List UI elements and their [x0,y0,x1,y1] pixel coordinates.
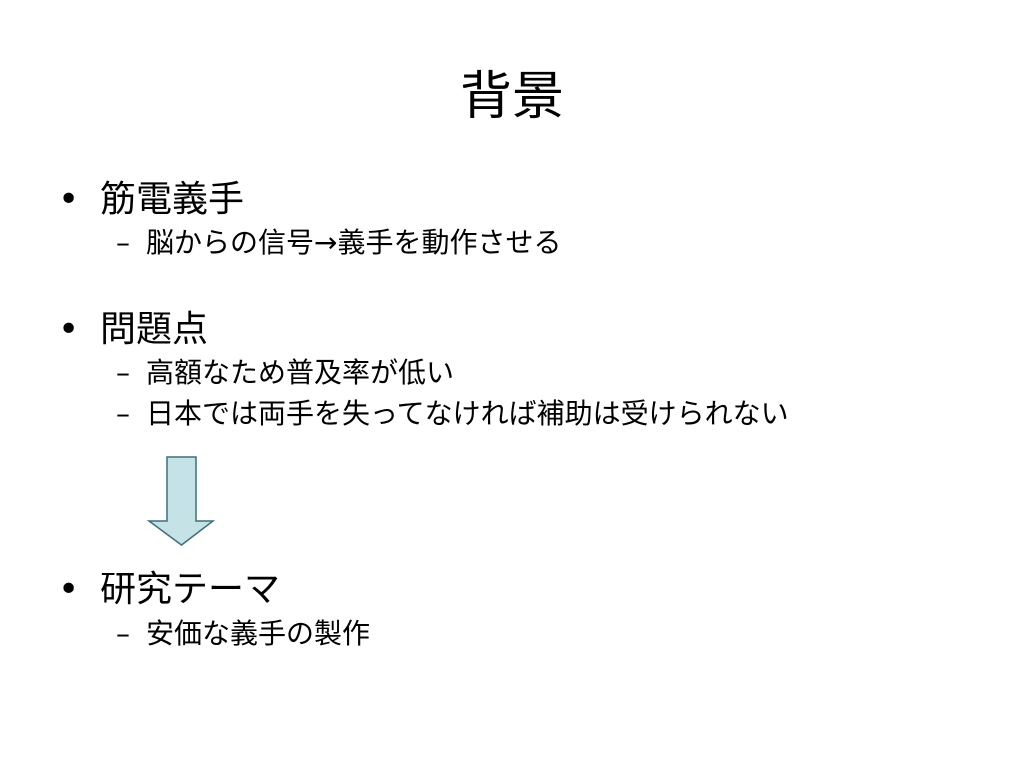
dash-marker: – [116,356,130,389]
sub-item: –脳からの信号→義手を動作させる [116,225,561,261]
sub-item: –高額なため普及率が低い [116,355,454,391]
bullet-item-problems: • 問題点 [58,308,208,352]
bullet-item-research-theme: • 研究テーマ [58,568,280,612]
sub-item-text: 日本では両手を失ってなければ補助は受けられない [146,397,789,430]
bullet-text: 問題点 [100,309,209,350]
dash-marker: – [116,617,130,650]
bullet-text: 筋電義手 [100,179,245,220]
sub-item-text: 高額なため普及率が低い [146,356,455,389]
dash-marker: – [116,397,130,430]
down-arrow-shape [146,456,216,546]
bullet-item-myoelectric-prosthesis: • 筋電義手 [58,178,244,222]
sub-item-text: 安価な義手の製作 [146,617,371,650]
down-arrow-icon [146,456,216,546]
bullet-marker: • [58,179,80,220]
sub-item-text: 脳からの信号→義手を動作させる [146,226,562,259]
sub-item: –安価な義手の製作 [116,616,370,652]
slide-title: 背景 [459,67,564,127]
bullet-marker: • [58,309,80,350]
dash-marker: – [116,226,130,259]
bullet-text: 研究テーマ [100,569,281,610]
sub-item: –日本では両手を失ってなければ補助は受けられない [116,396,789,432]
bullet-marker: • [58,569,80,610]
